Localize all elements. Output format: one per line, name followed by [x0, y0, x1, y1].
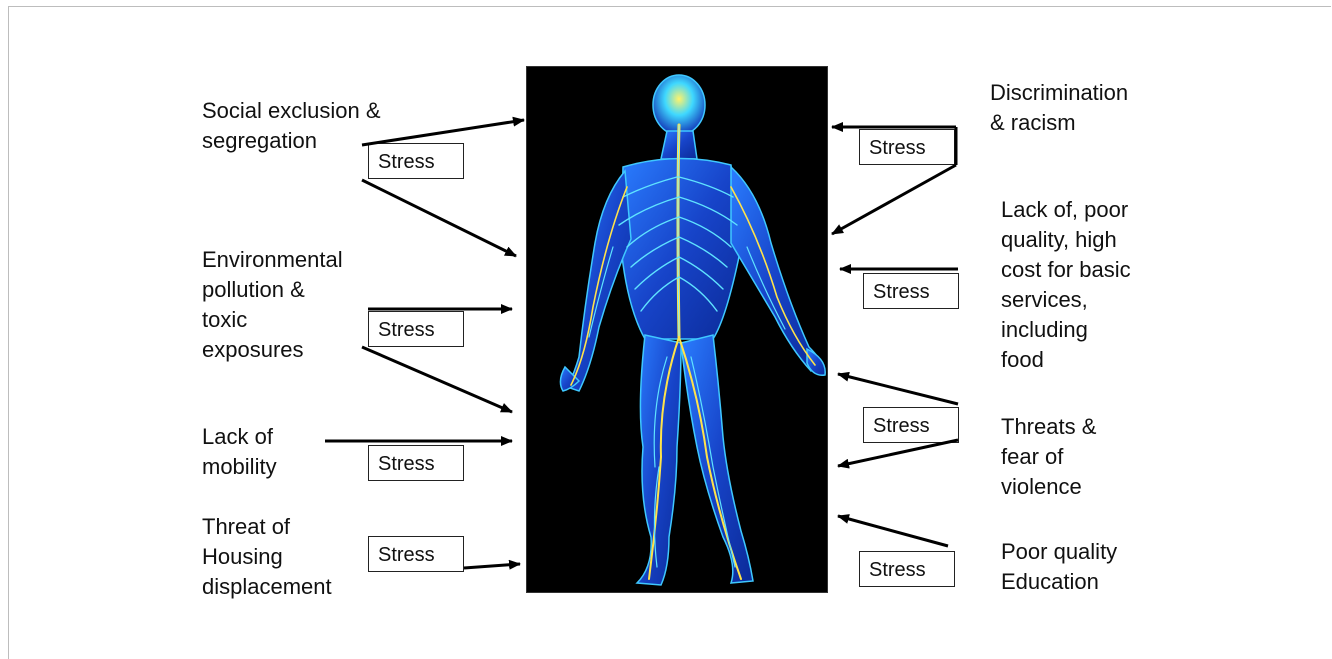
arrow-discrimination-lower — [832, 165, 956, 234]
arrow-housing-displacement — [464, 564, 520, 568]
arrow-environmental-lower — [362, 347, 512, 412]
arrow-social-exclusion-upper — [362, 120, 524, 145]
arrow-social-exclusion-lower — [362, 180, 516, 256]
arrow-threats-lower — [838, 440, 958, 466]
arrow-poor-education — [838, 516, 948, 546]
arrow-threats-upper — [838, 374, 958, 404]
